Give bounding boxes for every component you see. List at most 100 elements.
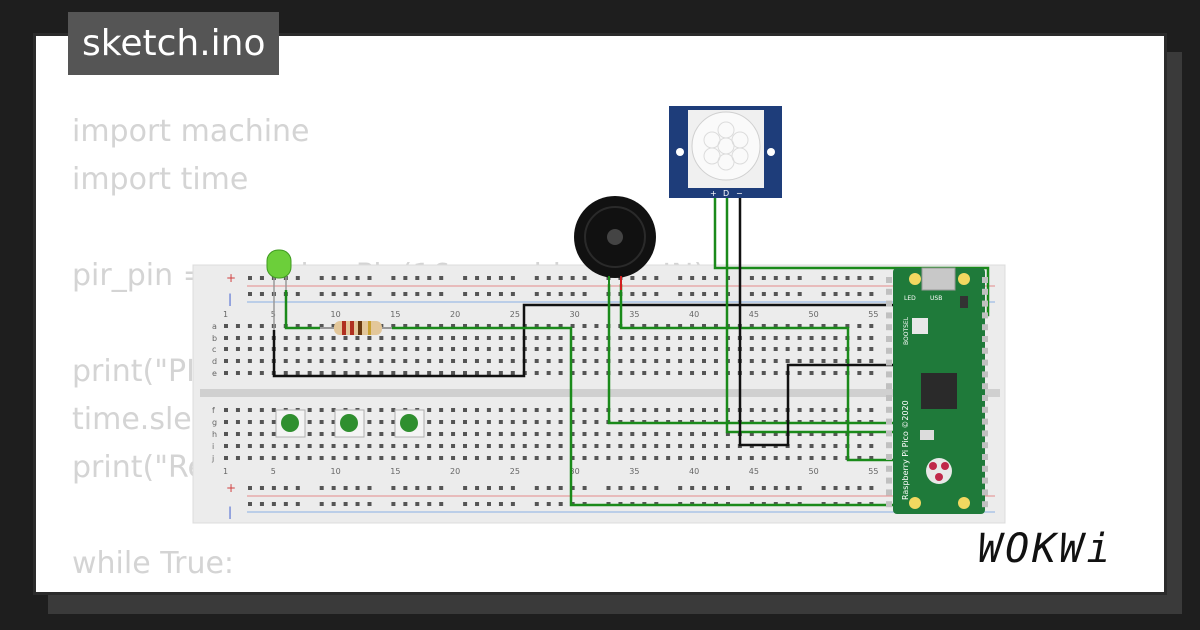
breadboard-hole[interactable] bbox=[666, 408, 671, 412]
breadboard-hole[interactable] bbox=[247, 456, 252, 460]
breadboard-hole[interactable] bbox=[367, 276, 372, 280]
breadboard-hole[interactable] bbox=[630, 432, 635, 436]
breadboard-hole[interactable] bbox=[714, 486, 719, 490]
pico-pin[interactable] bbox=[982, 395, 988, 401]
breadboard-hole[interactable] bbox=[618, 486, 623, 490]
resistor[interactable] bbox=[320, 321, 392, 335]
breadboard-hole[interactable] bbox=[534, 420, 539, 424]
breadboard-hole[interactable] bbox=[331, 324, 336, 328]
breadboard-hole[interactable] bbox=[463, 336, 467, 340]
breadboard-hole[interactable] bbox=[570, 432, 575, 436]
breadboard-hole[interactable] bbox=[271, 502, 276, 506]
breadboard-hole[interactable] bbox=[247, 359, 252, 363]
breadboard-hole[interactable] bbox=[654, 371, 659, 375]
breadboard-hole[interactable] bbox=[869, 444, 874, 448]
breadboard-hole[interactable] bbox=[773, 456, 778, 460]
breadboard-hole[interactable] bbox=[355, 444, 360, 448]
breadboard-hole[interactable] bbox=[355, 276, 360, 280]
breadboard-hole[interactable] bbox=[295, 486, 300, 490]
pir-sensor[interactable]: + D − bbox=[669, 106, 782, 198]
breadboard-hole[interactable] bbox=[331, 292, 336, 296]
breadboard-hole[interactable] bbox=[558, 486, 563, 490]
breadboard-hole[interactable] bbox=[307, 359, 312, 363]
breadboard-hole[interactable] bbox=[403, 292, 408, 296]
breadboard-hole[interactable] bbox=[487, 292, 491, 296]
breadboard-hole[interactable] bbox=[295, 456, 300, 460]
breadboard-hole[interactable] bbox=[821, 324, 826, 328]
breadboard-hole[interactable] bbox=[391, 408, 396, 412]
breadboard-hole[interactable] bbox=[343, 359, 348, 363]
breadboard-hole[interactable] bbox=[869, 292, 874, 296]
breadboard-hole[interactable] bbox=[618, 408, 623, 412]
breadboard-hole[interactable] bbox=[725, 432, 730, 436]
breadboard-hole[interactable] bbox=[809, 359, 814, 363]
breadboard-hole[interactable] bbox=[403, 486, 408, 490]
breadboard-hole[interactable] bbox=[534, 371, 539, 375]
breadboard-hole[interactable] bbox=[510, 444, 515, 448]
breadboard-hole[interactable] bbox=[821, 347, 826, 351]
breadboard-hole[interactable] bbox=[427, 336, 432, 340]
breadboard-hole[interactable] bbox=[690, 432, 695, 436]
breadboard-hole[interactable] bbox=[439, 408, 444, 412]
breadboard-hole[interactable] bbox=[403, 336, 408, 340]
breadboard-hole[interactable] bbox=[570, 408, 575, 412]
breadboard-hole[interactable] bbox=[690, 347, 695, 351]
breadboard-hole[interactable] bbox=[463, 486, 468, 490]
pico-pin[interactable] bbox=[982, 477, 988, 484]
breadboard-hole[interactable] bbox=[666, 324, 671, 328]
breadboard-hole[interactable] bbox=[259, 408, 264, 412]
breadboard-hole[interactable] bbox=[379, 336, 384, 340]
breadboard-hole[interactable] bbox=[331, 359, 336, 363]
breadboard-hole[interactable] bbox=[379, 408, 384, 412]
breadboard-hole[interactable] bbox=[582, 359, 587, 363]
breadboard-hole[interactable] bbox=[224, 432, 228, 436]
breadboard-hole[interactable] bbox=[630, 456, 635, 460]
breadboard-hole[interactable] bbox=[857, 276, 862, 280]
breadboard-hole[interactable] bbox=[510, 324, 515, 328]
breadboard-hole[interactable] bbox=[869, 371, 874, 375]
breadboard-hole[interactable] bbox=[558, 336, 563, 340]
breadboard-hole[interactable] bbox=[259, 432, 264, 436]
breadboard-hole[interactable] bbox=[761, 276, 766, 280]
breadboard-hole[interactable] bbox=[307, 432, 312, 436]
breadboard-hole[interactable] bbox=[259, 324, 264, 328]
breadboard-hole[interactable] bbox=[283, 486, 288, 490]
breadboard-hole[interactable] bbox=[331, 444, 336, 448]
breadboard-hole[interactable] bbox=[558, 347, 563, 351]
breadboard-hole[interactable] bbox=[534, 408, 539, 412]
breadboard-hole[interactable] bbox=[235, 444, 240, 448]
breadboard-hole[interactable] bbox=[235, 359, 240, 363]
breadboard-hole[interactable] bbox=[809, 432, 814, 436]
breadboard-hole[interactable] bbox=[546, 336, 551, 340]
breadboard-hole[interactable] bbox=[427, 432, 432, 436]
breadboard-hole[interactable] bbox=[474, 324, 479, 328]
breadboard-hole[interactable] bbox=[749, 359, 754, 363]
breadboard-hole[interactable] bbox=[594, 347, 599, 351]
breadboard-hole[interactable] bbox=[463, 347, 467, 351]
breadboard-hole[interactable] bbox=[235, 420, 240, 424]
breadboard-hole[interactable] bbox=[343, 347, 348, 351]
breadboard-hole[interactable] bbox=[403, 456, 408, 460]
breadboard-hole[interactable] bbox=[367, 432, 372, 436]
breadboard-hole[interactable] bbox=[498, 444, 503, 448]
breadboard-hole[interactable] bbox=[761, 486, 766, 490]
pico-pin[interactable] bbox=[982, 312, 988, 319]
breadboard-hole[interactable] bbox=[761, 359, 766, 363]
breadboard-hole[interactable] bbox=[570, 420, 575, 424]
breadboard-hole[interactable] bbox=[546, 456, 551, 460]
breadboard-hole[interactable] bbox=[463, 276, 468, 280]
breadboard-hole[interactable] bbox=[271, 408, 276, 412]
breadboard-hole[interactable] bbox=[486, 371, 491, 375]
pico-pin[interactable] bbox=[886, 312, 892, 319]
breadboard-hole[interactable] bbox=[713, 444, 718, 448]
breadboard-hole[interactable] bbox=[391, 420, 396, 424]
breadboard-hole[interactable] bbox=[642, 359, 647, 363]
breadboard-hole[interactable] bbox=[486, 336, 491, 340]
breadboard-hole[interactable] bbox=[522, 408, 527, 412]
breadboard-hole[interactable] bbox=[642, 432, 647, 436]
breadboard-hole[interactable] bbox=[773, 486, 778, 490]
breadboard-hole[interactable] bbox=[690, 444, 695, 448]
breadboard-hole[interactable] bbox=[510, 276, 515, 280]
breadboard-hole[interactable] bbox=[833, 292, 838, 296]
breadboard-hole[interactable] bbox=[463, 371, 467, 375]
